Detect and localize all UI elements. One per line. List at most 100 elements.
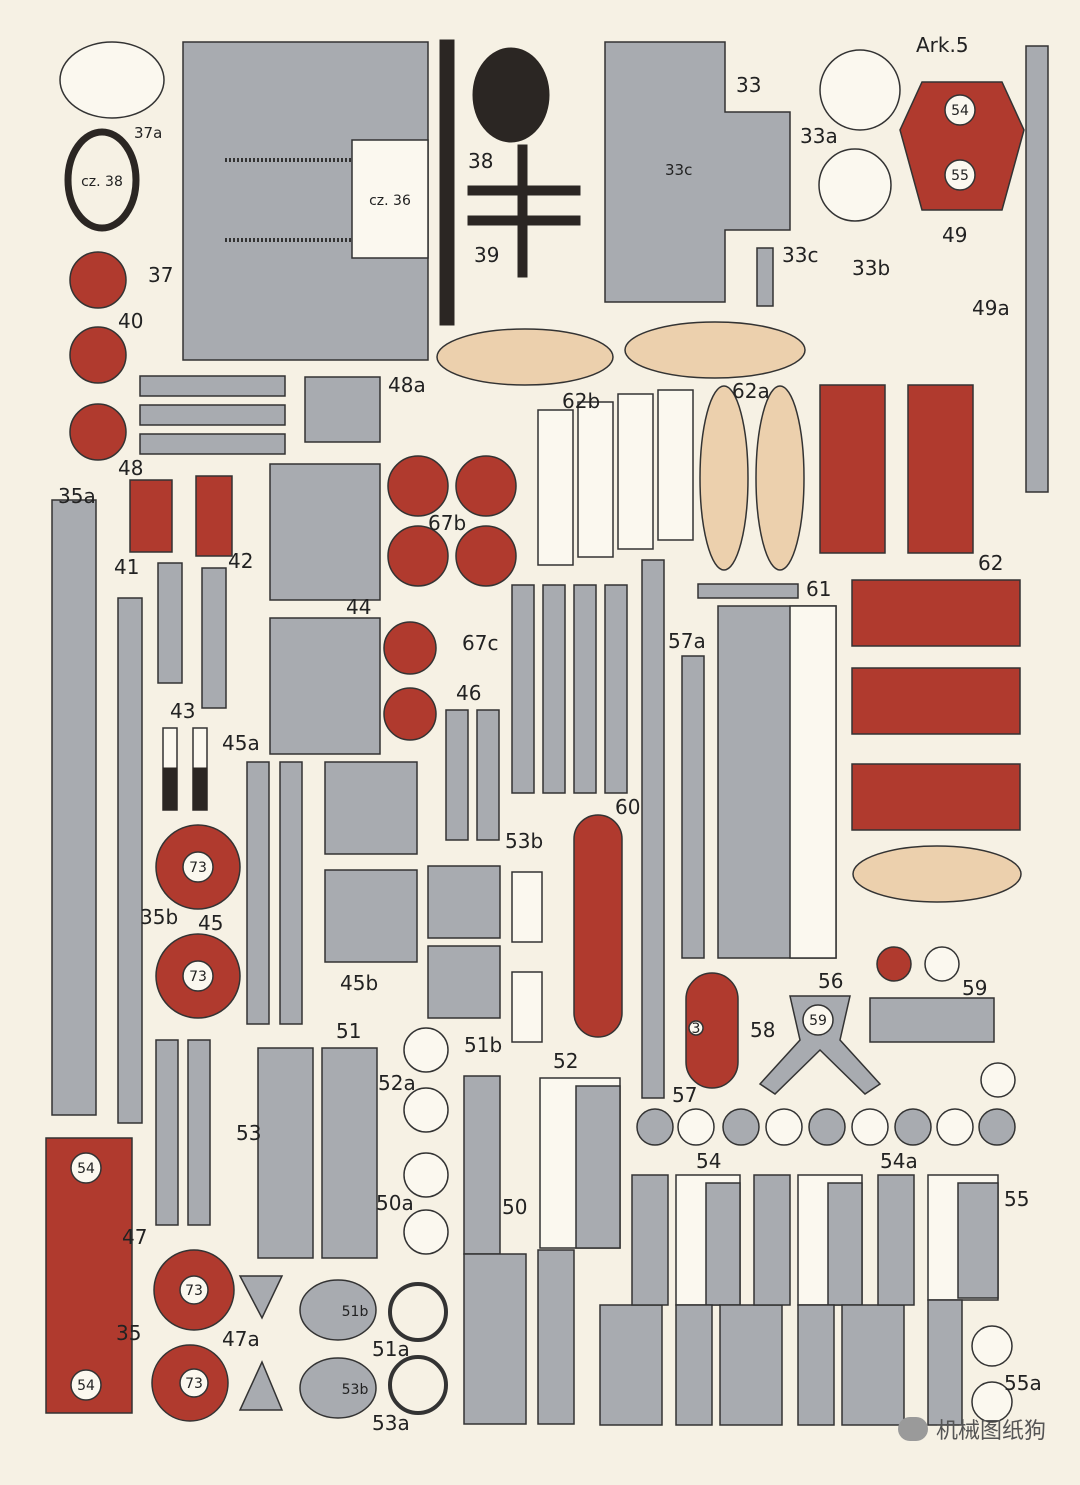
part-47a-triangle — [238, 1360, 284, 1411]
label-48a: 48a — [388, 373, 426, 397]
part-58-stand — [758, 995, 882, 1095]
part-35b-column — [117, 597, 143, 1124]
part-60-bar — [573, 814, 623, 1038]
part-62b — [537, 409, 574, 566]
label-62b: 62b — [562, 389, 600, 413]
part-49a-strip — [1025, 45, 1049, 493]
label-62a: 62a — [732, 379, 770, 403]
label-47a: 47a — [222, 1327, 260, 1351]
part-67b-disc — [455, 455, 517, 517]
part-57a-strip — [641, 559, 665, 1099]
part-73-hole — [179, 1368, 209, 1398]
label-53: 53 — [236, 1121, 261, 1145]
part-62-band — [851, 667, 1021, 735]
label-44: 44 — [346, 595, 371, 619]
text-cz36: cz. 36 — [369, 193, 411, 209]
label-56: 56 — [818, 969, 843, 993]
part-62a-leaf — [699, 385, 749, 571]
text-54: 54 — [77, 1161, 95, 1177]
part-62-vertical — [819, 384, 886, 554]
part-53b-box — [427, 945, 501, 1019]
label-38: 38 — [468, 149, 493, 173]
label-33a: 33a — [800, 124, 838, 148]
part-40-red — [69, 403, 127, 461]
label-55a: 55a — [1004, 1371, 1042, 1395]
part-tan-leaf — [436, 328, 614, 386]
part-53-bracket — [257, 1047, 314, 1259]
part-47a-triangle — [238, 1275, 284, 1320]
label-62: 62 — [978, 551, 1003, 575]
part-33c-strip — [756, 247, 774, 307]
label-33: 33 — [736, 73, 761, 97]
part-disc — [818, 148, 892, 222]
part-45a-strip — [279, 761, 303, 1025]
text-53b: 53b — [342, 1382, 369, 1398]
label-61: 61 — [806, 577, 831, 601]
part-box — [324, 869, 418, 963]
part-strip — [139, 375, 286, 397]
part-tab — [511, 871, 543, 943]
part-62b — [657, 389, 694, 541]
part-43-black — [192, 767, 208, 811]
label-55: 55 — [1004, 1187, 1029, 1211]
part-40-red — [69, 251, 127, 309]
part-67c-strip — [604, 584, 628, 794]
text-54: 54 — [951, 103, 969, 119]
part-51b-oval — [299, 1279, 377, 1341]
part-40-red — [69, 326, 127, 384]
part-62-vertical — [907, 384, 974, 554]
part-52-strip — [537, 1249, 575, 1425]
watermark: 机械图纸狗 — [897, 1413, 1046, 1445]
part-strip — [139, 433, 286, 455]
label-58: 58 — [750, 1018, 775, 1042]
part-55-hole — [944, 159, 976, 191]
label-53b: 53b — [505, 829, 543, 853]
part-67b-disc — [387, 455, 449, 517]
part-52a-bracket — [321, 1047, 378, 1259]
label-46: 46 — [456, 681, 481, 705]
part-67b-disc — [455, 525, 517, 587]
part-59-strip — [869, 997, 995, 1043]
text-73: 73 — [189, 860, 207, 876]
part-54-hole — [944, 94, 976, 126]
part-62b — [617, 393, 654, 550]
part-46-strip — [445, 709, 469, 841]
part-disc — [403, 1209, 449, 1255]
part-62b — [577, 401, 614, 558]
label-35: 35 — [116, 1321, 141, 1345]
label-57a: 57a — [668, 629, 706, 653]
part-disc — [403, 1027, 449, 1073]
label-43: 43 — [170, 699, 195, 723]
part-57a-bar — [681, 655, 705, 959]
part-62a-leaf — [755, 385, 805, 571]
part-44-box — [269, 463, 381, 601]
part-73-hole — [179, 1275, 209, 1305]
label-42: 42 — [228, 549, 253, 573]
label-45a: 45a — [222, 731, 260, 755]
label-ark: Ark.5 — [916, 33, 969, 57]
label-33c: 33c — [665, 161, 692, 179]
label-40: 40 — [118, 309, 143, 333]
part-36-window — [351, 139, 429, 259]
text-54: 54 — [77, 1378, 95, 1394]
part-53b-box — [427, 865, 501, 939]
label-67c: 67c — [462, 631, 498, 655]
label-67b: 67b — [428, 511, 466, 535]
label-41: 41 — [114, 555, 139, 579]
label-60: 60 — [615, 795, 640, 819]
label-54: 54 — [696, 1149, 721, 1173]
label-54a: 54a — [880, 1149, 918, 1173]
label-49a: 49a — [972, 296, 1010, 320]
part-48-red — [129, 479, 173, 553]
label-51: 51 — [336, 1019, 361, 1043]
label-51b: 51b — [464, 1033, 502, 1057]
part-48a-box — [304, 376, 381, 443]
part-55a-disc — [971, 1325, 1013, 1367]
part-67b-disc — [387, 525, 449, 587]
part-53a-ring — [388, 1355, 448, 1415]
part-disc-red — [383, 621, 437, 675]
part-strip — [139, 404, 286, 426]
label-52a: 52a — [378, 1071, 416, 1095]
part-disc — [924, 946, 960, 982]
label-37a: 37a — [134, 124, 162, 142]
